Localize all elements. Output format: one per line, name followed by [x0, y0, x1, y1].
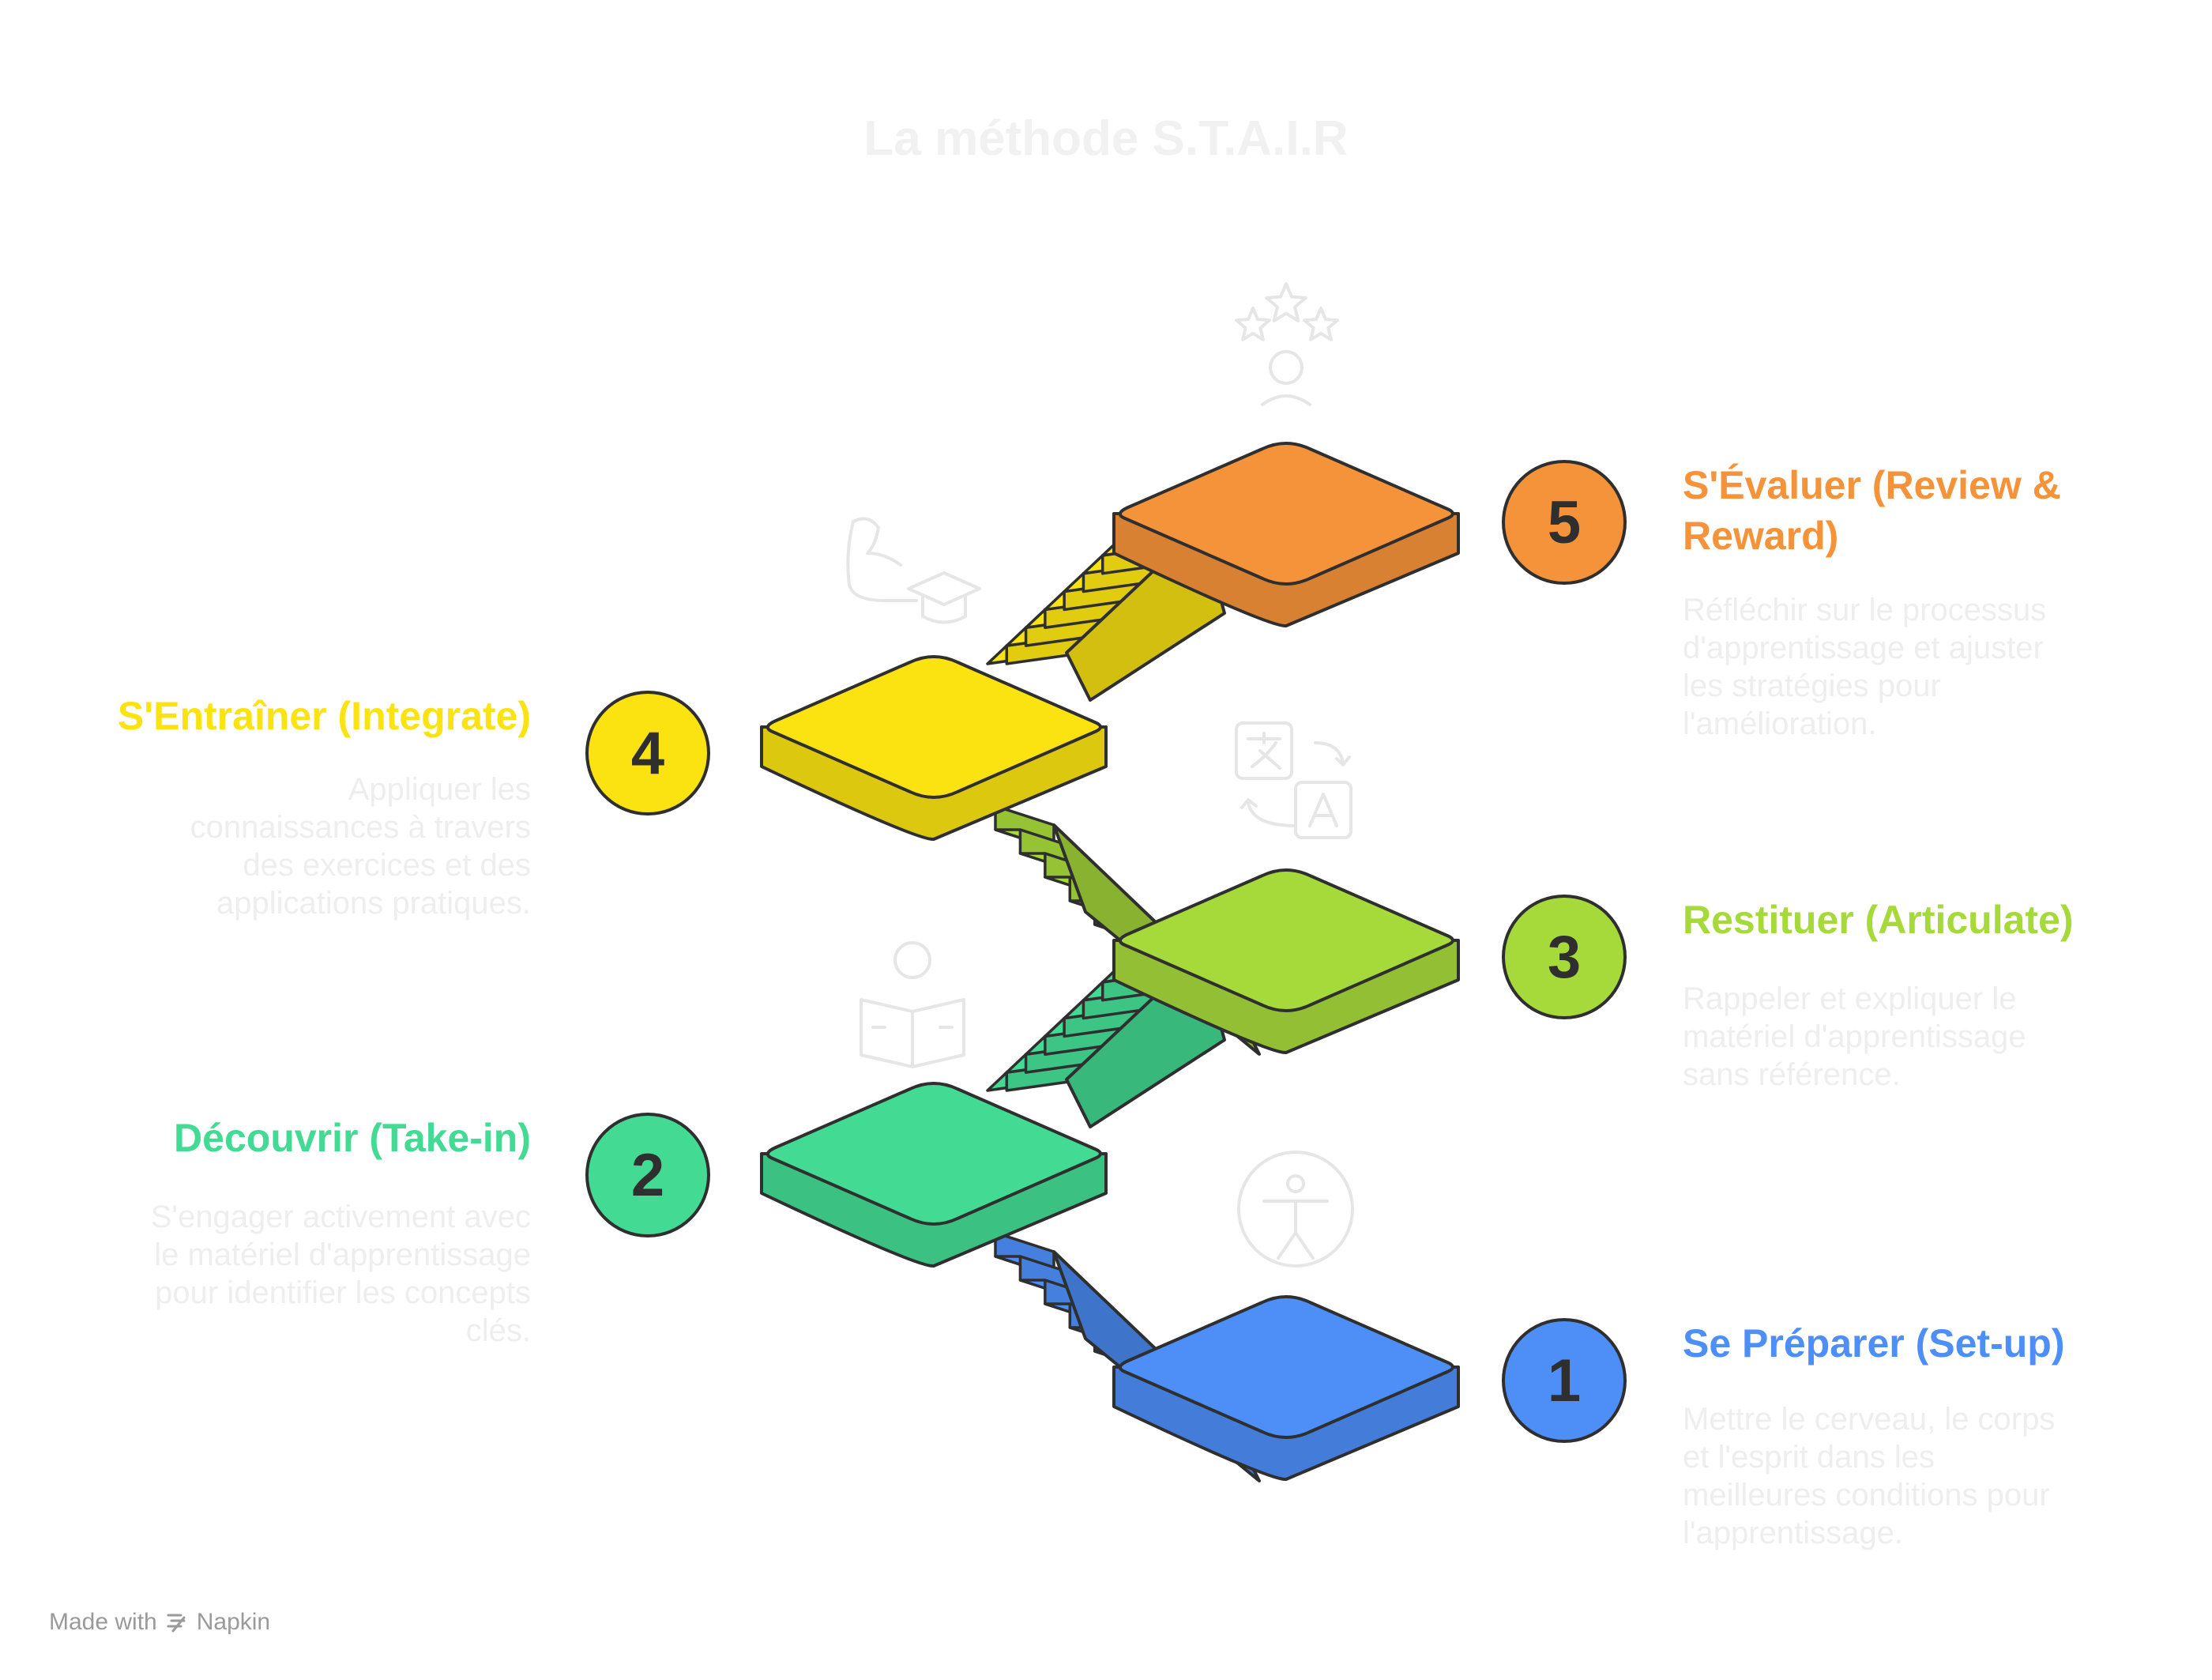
step-1-badge: 1 [1502, 1318, 1627, 1443]
step-2-description: S'engager activement avec le matériel d'… [150, 1200, 531, 1348]
step-3-description: Rappeler et expliquer le matériel d'appr… [1683, 981, 2026, 1092]
platform-5-top [1119, 442, 1454, 586]
step-5-title: S'Évaluer (Review & Reward) [1683, 463, 2061, 558]
platform-2-top [766, 1082, 1102, 1226]
step-4-description: Appliquer les connaissances à travers de… [190, 772, 531, 921]
step-5-badge: 5 [1502, 460, 1627, 585]
platform-4-top [766, 655, 1102, 799]
step-4-title: S'Entraîner (Integrate) [117, 694, 531, 738]
footer: Made with Napkin [49, 1609, 270, 1636]
accessibility-icon [1237, 1151, 1354, 1268]
step-4-badge: 4 [585, 691, 710, 816]
napkin-logo-icon [167, 1614, 186, 1633]
footer-prefix: Made with [49, 1609, 157, 1635]
step-1-description: Mettre le cerveau, le corps et l'esprit … [1683, 1402, 2056, 1550]
diagram-title: La méthode S.T.A.I.R [863, 111, 1349, 166]
stars-person-icon [1235, 282, 1339, 406]
reading-person-icon [860, 941, 965, 1068]
platform-3-top [1119, 868, 1454, 1012]
step-3-title: Restituer (Articulate) [1683, 898, 2074, 942]
muscle-graduation-icon [846, 517, 981, 624]
translate-icon [1235, 721, 1352, 839]
step-2-badge: 2 [585, 1113, 710, 1237]
step-5-description: Réfléchir sur le processus d'apprentissa… [1683, 593, 2047, 741]
step-1-title: Se Préparer (Set-up) [1683, 1321, 2065, 1365]
step-2-title: Découvrir (Take-in) [174, 1116, 531, 1160]
platform-1-top [1119, 1295, 1454, 1439]
step-3-badge: 3 [1502, 895, 1627, 1019]
footer-brand: Napkin [196, 1609, 271, 1635]
